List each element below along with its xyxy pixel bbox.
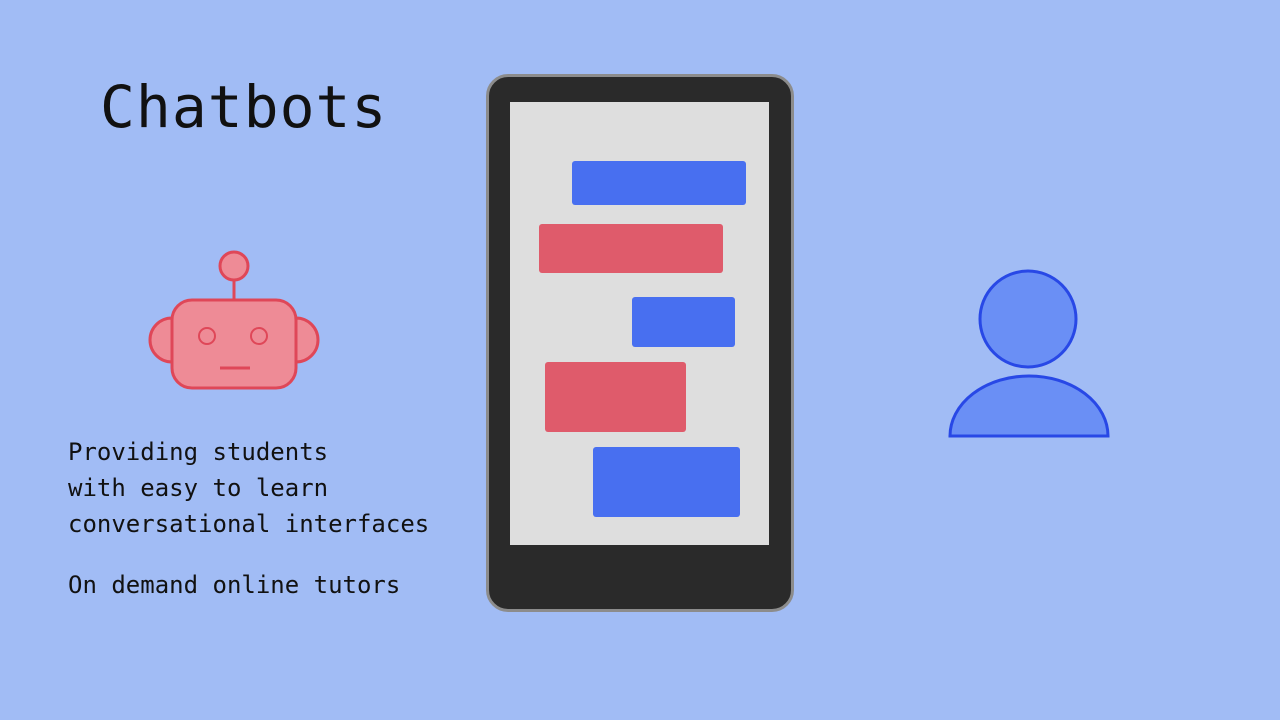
robot-icon (148, 250, 320, 390)
description-line: conversational interfaces (68, 510, 430, 538)
user-message-bubble (593, 447, 740, 517)
bot-message-bubble (545, 362, 686, 432)
description: Providing students with easy to learn co… (68, 434, 429, 542)
phone-screen (510, 102, 769, 545)
description-line: Providing students (68, 438, 329, 466)
smartphone-chat-icon (486, 74, 794, 612)
user-message-bubble (572, 161, 746, 205)
user-message-bubble (632, 297, 735, 347)
slide-title: Chatbots (100, 73, 388, 141)
description-line: with easy to learn (68, 474, 329, 502)
description-secondary: On demand online tutors (68, 571, 401, 599)
bot-message-bubble (539, 224, 723, 273)
person-icon (948, 269, 1110, 438)
